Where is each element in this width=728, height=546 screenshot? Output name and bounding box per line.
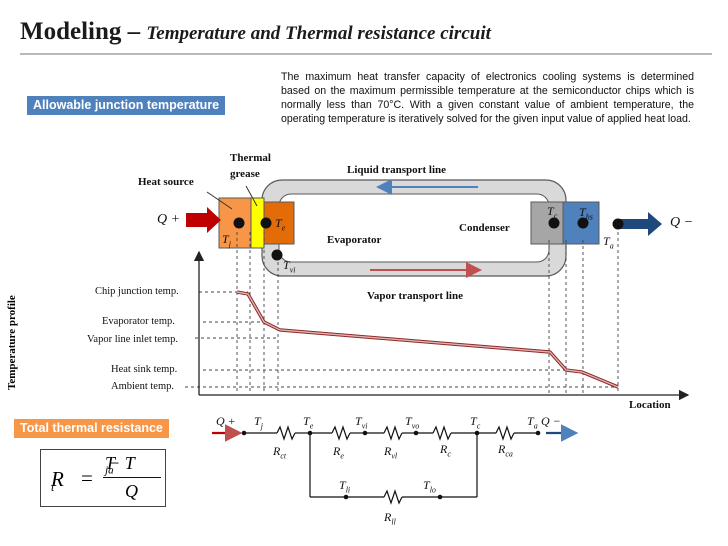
evaporator-label: Evaporator [327,234,382,246]
circuit-label-tli: Tli [339,478,351,495]
vapor-line-label: Vapor transport line [367,290,463,302]
sym-ths: Ths [579,205,593,222]
heat-in-arrow [186,207,221,233]
grease-label-line1: Thermal [230,152,271,164]
circuit-label-tvi: Tvi [355,414,368,431]
node-dot-tc [548,217,560,229]
level-label-3: Heat sink temp. [111,364,178,375]
profile-y-label: Temperature profile [6,295,18,390]
circuit-label-rll: Rll [384,510,396,527]
heat-source-label: Heat source [138,176,194,188]
sym-tvi: Tvi [283,258,296,275]
circuit-label-rvl: Rvl [384,444,398,461]
sym-tc: Tc [547,204,558,221]
heat-source-pointer [206,191,233,210]
badge-allowable: Allowable junction temperature [27,96,226,115]
page-title: Modeling – Temperature and Thermal resis… [20,18,491,46]
circuit-node-tj [241,430,247,436]
circuit-node-tli [343,494,349,500]
circuit-label-re: Re [333,444,344,461]
circuit-label-ta: Ta [527,414,538,431]
circuit-label-rca: Rca [498,442,513,459]
sym-ta: Ta [603,234,614,251]
circuit-node-tlo [437,494,443,500]
level-label-2: Vapor line inlet temp. [87,334,178,345]
circuit-label-rct: Rct [273,444,287,461]
level-label-1: Evaporator temp. [102,316,175,327]
liquid-line-label: Liquid transport line [347,164,447,176]
circuit-label-te: Te [303,414,314,431]
level-label-4: Ambient temp. [111,381,174,392]
circuit-label-rc: Rc [440,442,451,459]
formula-denominator: Q [125,481,138,501]
heat-out-arrow [620,212,662,236]
circuit-q-minus: Q − [541,414,561,428]
formula-eq: = [81,466,93,490]
profile-x-label: Location [629,399,671,411]
temperature-profile-line-highlight [236,291,619,388]
loop-q-plus: Q + [157,212,181,227]
loop-q-minus: Q − [670,215,694,230]
intro-paragraph: The maximum heat transfer capacity of el… [281,71,694,125]
circuit-label-tlo: Tlo [423,478,436,495]
circuit-label-tc: Tc [470,414,481,431]
circuit-label-tvo: Tvo [405,414,420,431]
level-label-0: Chip junction temp. [95,286,179,297]
sym-tj: Tj [222,232,231,249]
title-subtitle: Temperature and Thermal resistance circu… [146,23,491,44]
temperature-profile-line [236,290,619,389]
node-dot-tj [233,217,245,229]
title-dash: – [121,18,147,45]
node-dot-ta [612,218,624,230]
node-dot-ths [577,217,589,229]
circuit-node-tvi [362,430,368,436]
node-dot-tvi [271,249,283,261]
node-dot-te [260,217,272,229]
circuit-node-ta [535,430,541,436]
circuit-label-tj: Tj [254,414,263,431]
circuit-node-tvo [413,430,419,436]
sym-te: Te [275,216,286,233]
badge-total-resistance: Total thermal resistance [14,419,169,438]
circuit-node-tc [474,430,480,436]
circuit-wires [244,425,538,505]
title-rule [20,53,712,55]
circuit-q-plus: Q + [216,414,236,428]
title-main: Modeling [20,18,122,45]
circuit-node-te [307,430,313,436]
condenser-label: Condenser [459,222,510,234]
grease-label-line2: grease [230,168,260,180]
grease-pointer [245,185,258,207]
